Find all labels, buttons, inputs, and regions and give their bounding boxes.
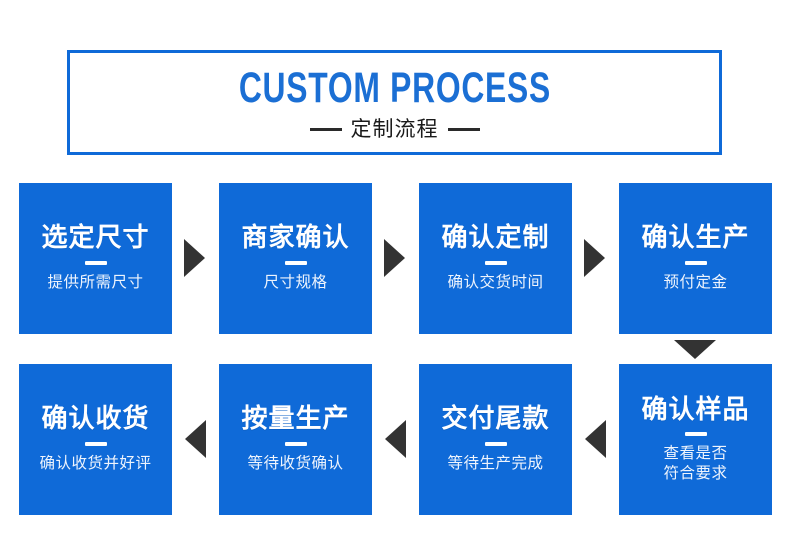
page-subtitle: 定制流程 — [350, 118, 439, 141]
step-divider — [484, 260, 507, 265]
arrow-right-icon — [384, 239, 405, 277]
step-subtitle: 查看是否 符合要求 — [663, 444, 728, 482]
step-subtitle: 提供所需尺寸 — [47, 273, 144, 291]
page-title: CUSTOM PROCESS — [238, 64, 551, 112]
subtitle-row: 定制流程 — [309, 118, 480, 141]
arrow-down-icon — [674, 340, 716, 359]
arrow-left-icon — [185, 420, 206, 458]
process-step-4[interactable]: 确认生产 预付定金 — [619, 183, 772, 334]
step-title: 交付尾款 — [441, 403, 550, 434]
step-divider — [84, 441, 107, 446]
step-subtitle: 等待生产完成 — [447, 454, 544, 472]
step-subtitle: 预付定金 — [663, 273, 728, 291]
step-title: 确认生产 — [641, 222, 750, 253]
process-step-7[interactable]: 按量生产 等待收货确认 — [219, 364, 372, 515]
step-divider — [684, 260, 707, 265]
left-dash-decoration — [309, 128, 342, 131]
step-title: 确认样品 — [641, 393, 750, 424]
step-title: 按量生产 — [241, 403, 350, 434]
process-step-6[interactable]: 交付尾款 等待生产完成 — [419, 364, 572, 515]
step-divider — [84, 260, 107, 265]
step-subtitle: 确认收货并好评 — [39, 454, 152, 472]
process-step-2[interactable]: 商家确认 尺寸规格 — [219, 183, 372, 334]
step-title: 确认定制 — [441, 222, 550, 253]
step-divider — [484, 441, 507, 446]
arrow-left-icon — [385, 420, 406, 458]
arrow-left-icon — [585, 420, 606, 458]
step-subtitle: 确认交货时间 — [447, 273, 544, 291]
process-step-1[interactable]: 选定尺寸 提供所需尺寸 — [19, 183, 172, 334]
step-subtitle: 尺寸规格 — [263, 273, 328, 291]
right-dash-decoration — [447, 128, 480, 131]
step-title: 商家确认 — [241, 222, 350, 253]
process-step-5[interactable]: 确认样品 查看是否 符合要求 — [619, 364, 772, 515]
arrow-right-icon — [584, 239, 605, 277]
step-divider — [284, 260, 307, 265]
header-banner: CUSTOM PROCESS 定制流程 — [67, 50, 722, 155]
step-title: 确认收货 — [41, 403, 150, 434]
step-title: 选定尺寸 — [41, 222, 150, 253]
step-divider — [684, 431, 707, 436]
process-step-8[interactable]: 确认收货 确认收货并好评 — [19, 364, 172, 515]
step-divider — [284, 441, 307, 446]
arrow-right-icon — [184, 239, 205, 277]
step-subtitle: 等待收货确认 — [247, 454, 344, 472]
process-step-3[interactable]: 确认定制 确认交货时间 — [419, 183, 572, 334]
